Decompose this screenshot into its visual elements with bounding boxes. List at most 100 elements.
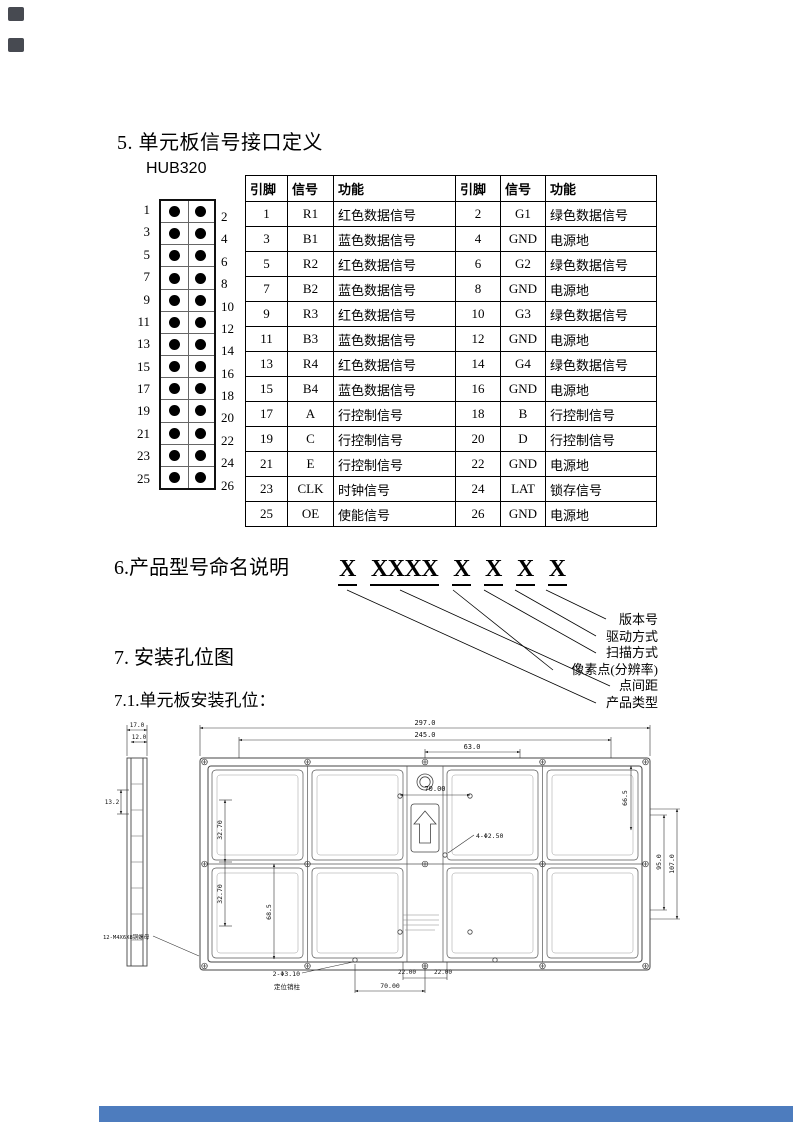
- dim-63: 63.0: [464, 743, 481, 751]
- table-cell: 12: [455, 326, 501, 352]
- pin-number: 17: [137, 381, 150, 396]
- table-cell: 16: [455, 376, 501, 402]
- pin-number: 22: [221, 432, 234, 448]
- table-cell: CLK: [287, 476, 334, 502]
- pin-dot-icon: [161, 467, 188, 488]
- pin-number: 13: [137, 336, 150, 352]
- label-4-holes: 4-Φ2.50: [476, 832, 503, 840]
- table-cell: 电源地: [545, 326, 657, 352]
- table-cell: 电源地: [545, 501, 657, 527]
- pin-number: 23: [137, 448, 150, 464]
- table-cell: 红色数据信号: [333, 301, 456, 327]
- pin-dot-icon: [188, 400, 215, 421]
- table-cell: GND: [500, 376, 546, 402]
- pin-number: 19: [137, 403, 150, 419]
- naming-code-part: X: [515, 556, 535, 586]
- table-cell: 蓝色数据信号: [333, 326, 456, 352]
- table-cell: 3: [245, 226, 288, 252]
- table-cell: 18: [455, 401, 501, 427]
- bottom-blue-bar: [99, 1106, 793, 1122]
- pin-number: 5: [143, 246, 151, 262]
- pin-row: [161, 267, 215, 290]
- dimension-lines: [117, 725, 680, 993]
- pin-row: [161, 223, 215, 246]
- pin-number: 2: [221, 209, 228, 224]
- table-cell: GND: [500, 226, 546, 252]
- table-cell: 绿色数据信号: [545, 301, 657, 327]
- dim-66-5: 66.5: [621, 790, 629, 806]
- column-header: 功能: [545, 175, 657, 202]
- naming-code-part: X: [547, 556, 567, 586]
- table-cell: B: [500, 401, 546, 427]
- table-cell: B1: [287, 226, 334, 252]
- pin-dot-icon: [188, 356, 215, 377]
- dim-22-a: 22.00: [398, 969, 416, 976]
- table-cell: 时钟信号: [333, 476, 456, 502]
- table-cell: E: [287, 451, 334, 477]
- pin-dot-icon: [161, 423, 188, 444]
- dim-17: 17.0: [130, 722, 145, 729]
- table-cell: GND: [500, 451, 546, 477]
- naming-code-part: X: [484, 556, 503, 586]
- pin-number: 25: [137, 470, 150, 486]
- table-cell: 红色数据信号: [333, 351, 456, 377]
- dim-245: 245.0: [414, 731, 435, 739]
- pin-dot-icon: [188, 267, 215, 288]
- pin-number: 18: [221, 388, 234, 403]
- table-cell: 21: [245, 451, 288, 477]
- pin-number: 11: [137, 313, 150, 329]
- table-cell: 使能信号: [333, 501, 456, 527]
- pin-table-head-row: 引脚信号功能引脚信号功能: [245, 175, 657, 202]
- pin-dot-icon: [188, 245, 215, 266]
- table-cell: 17: [245, 401, 288, 427]
- table-cell: 10: [455, 301, 501, 327]
- pin-row: [161, 400, 215, 423]
- pin-dot-icon: [188, 423, 215, 444]
- table-cell: 红色数据信号: [333, 251, 456, 277]
- table-cell: C: [287, 426, 334, 452]
- table-cell: 电源地: [545, 226, 657, 252]
- table-cell: 1: [245, 201, 288, 227]
- dim-107: 107.0: [668, 854, 676, 874]
- table-cell: 11: [245, 326, 288, 352]
- pin-row: [161, 289, 214, 312]
- pin-row: [161, 311, 214, 334]
- table-cell: 24: [455, 476, 501, 502]
- naming-label: 点间距: [618, 678, 658, 694]
- table-cell: 锁存信号: [545, 476, 657, 502]
- table-cell: R2: [287, 251, 334, 277]
- naming-label: 版本号: [618, 612, 658, 627]
- pin-dot-icon: [188, 223, 215, 244]
- pin-dot-icon: [161, 267, 188, 288]
- table-cell: 26: [455, 501, 501, 527]
- module-cells: [211, 769, 639, 959]
- pin-connector-diagram: [159, 199, 216, 490]
- table-cell: A: [287, 401, 334, 427]
- pin-number: 21: [137, 425, 150, 441]
- table-cell: 15: [245, 376, 288, 402]
- table-cell: GND: [500, 501, 546, 527]
- table-cell: 绿色数据信号: [545, 251, 657, 277]
- dim-13-2: 13.2: [105, 799, 120, 806]
- pin-number: 4: [221, 231, 228, 247]
- table-cell: 绿色数据信号: [545, 201, 657, 227]
- table-cell: B4: [287, 376, 334, 402]
- dim-70-top: 70.00: [424, 785, 445, 793]
- table-cell: 6: [455, 251, 501, 277]
- dim-70-bottom: 70.00: [380, 982, 400, 990]
- table-cell: 23: [245, 476, 288, 502]
- table-cell: GND: [500, 276, 546, 302]
- dim-22-b: 22.00: [434, 969, 452, 976]
- pin-dot-icon: [161, 356, 188, 377]
- module-cells-inner: [216, 774, 634, 954]
